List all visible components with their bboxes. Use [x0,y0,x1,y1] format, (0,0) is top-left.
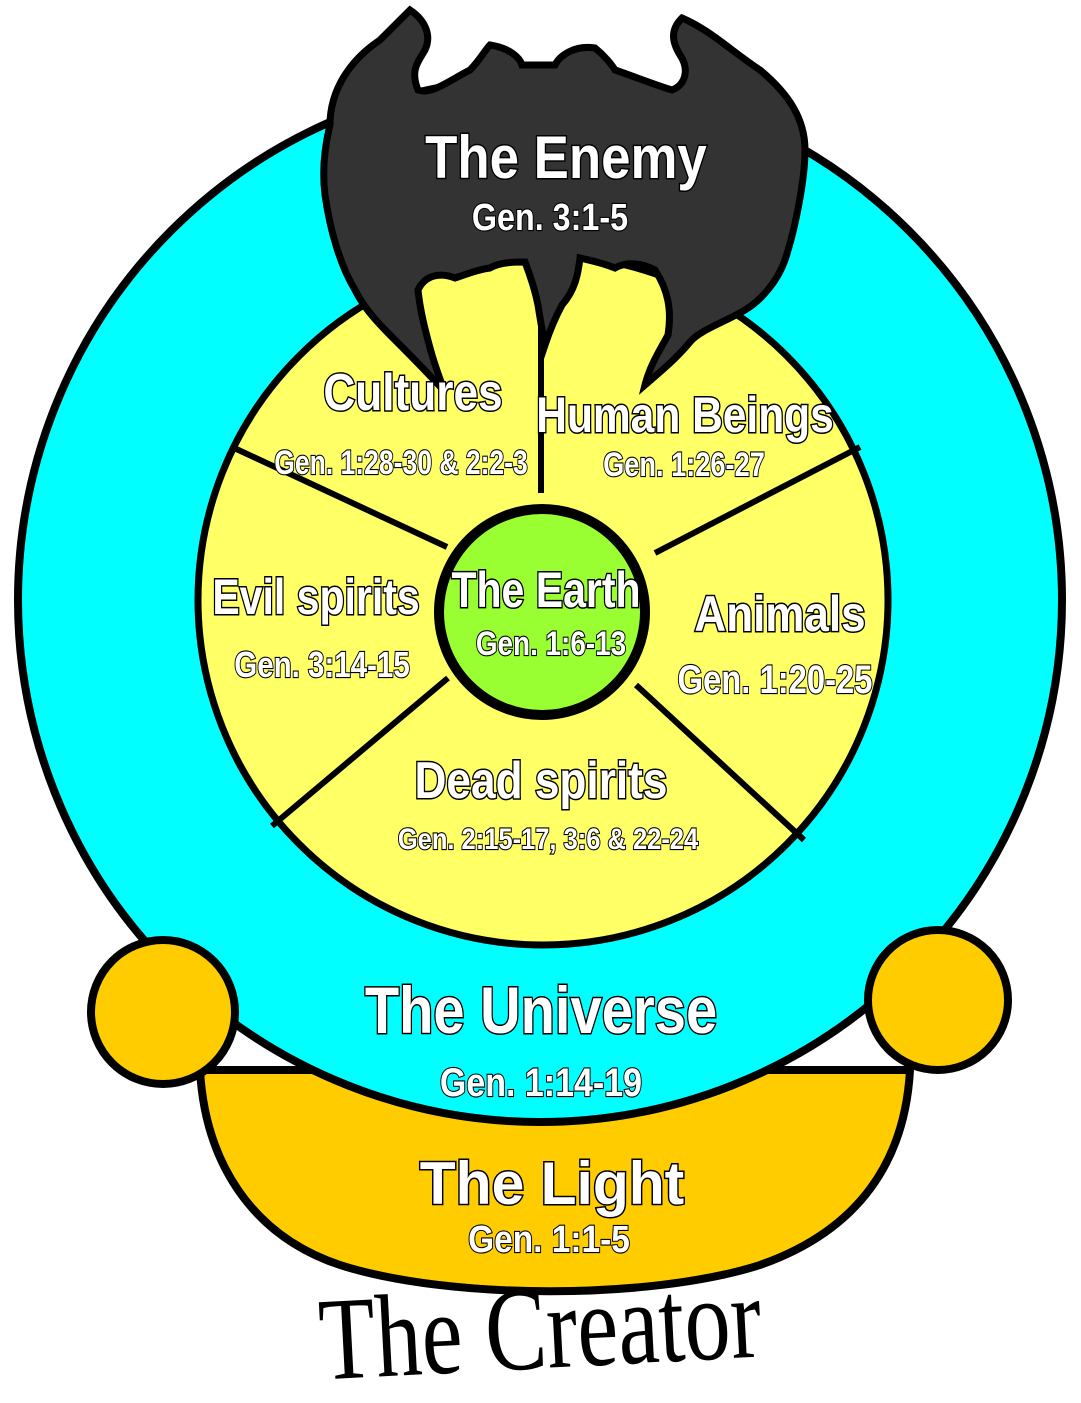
animals-title: Animals [694,585,865,641]
light-ref: Gen. 1:1-5 [468,1218,630,1260]
cultures-ref: Gen. 1:28-30 & 2:2-3 [274,444,527,482]
universe-ref: Gen. 1:14-19 [440,1059,642,1104]
earth-ref: Gen. 1:6-13 [476,624,626,662]
light-title: The Light [420,1149,685,1217]
human-beings-ref: Gen. 1:26-27 [603,445,765,484]
enemy-ref: Gen. 3:1-5 [472,197,628,239]
right-orb [868,930,1008,1070]
evil-spirits-ref: Gen. 3:14-15 [234,644,409,684]
evil-spirits-title: Evil spirits [212,569,419,625]
dead-spirits-title: Dead spirits [415,752,668,810]
earth-title: The Earth [451,562,640,618]
dead-spirits-ref: Gen. 2:15-17, 3:6 & 22-24 [398,822,699,855]
animals-ref: Gen. 1:20-25 [678,657,873,702]
cultures-title: Cultures [323,364,502,422]
enemy-title: The Enemy [425,124,707,191]
left-orb [91,940,235,1084]
human-beings-title: Human Beings [536,387,833,443]
creator-title: The Creator [316,1252,764,1403]
universe-title: The Universe [365,974,717,1047]
